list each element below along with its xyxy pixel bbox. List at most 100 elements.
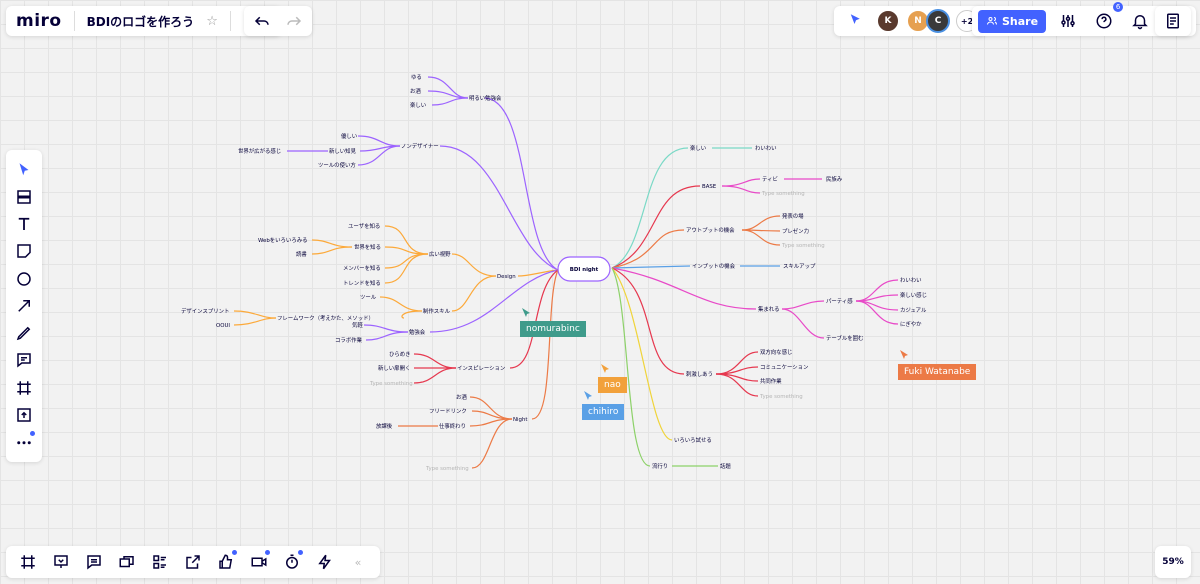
mindmap-node[interactable]: 楽しい感じ: [900, 291, 927, 299]
mindmap-node[interactable]: ユーザを知る: [348, 222, 380, 230]
mindmap-node[interactable]: 刺激しあう: [686, 370, 713, 378]
bell-icon[interactable]: [1126, 7, 1154, 35]
mindmap-node[interactable]: 世界が広がる感じ: [238, 147, 281, 155]
mindmap-node[interactable]: 楽しい: [410, 101, 426, 109]
kanban-icon[interactable]: [146, 548, 174, 576]
mindmap-node[interactable]: ツールの使い方: [318, 161, 356, 169]
mindmap-node[interactable]: ノンデザイナー: [401, 142, 439, 150]
mindmap-node[interactable]: 双方向な感じ: [760, 348, 792, 356]
mindmap-node[interactable]: パーティ感: [826, 297, 853, 305]
undo-icon[interactable]: [248, 7, 276, 35]
cards-icon[interactable]: [113, 548, 141, 576]
mindmap-node[interactable]: 話題: [720, 462, 731, 470]
mindmap-placeholder-node[interactable]: Type something: [781, 243, 825, 249]
lightning-icon[interactable]: [311, 548, 339, 576]
settings-sliders-icon[interactable]: [1054, 7, 1082, 35]
mindmap-node[interactable]: 放課後: [376, 422, 393, 430]
mindmap-node[interactable]: 読書: [296, 250, 307, 258]
timer-icon[interactable]: [278, 548, 306, 576]
mindmap-node[interactable]: Webをいろいろみる: [258, 237, 308, 244]
arrow-line-icon[interactable]: [10, 292, 38, 319]
mindmap-node[interactable]: インプットの機会: [692, 262, 736, 270]
frame-icon[interactable]: [10, 374, 38, 401]
root-node-label[interactable]: BDI night: [570, 267, 599, 273]
mindmap-node[interactable]: トレンドを知る: [343, 279, 381, 287]
mindmap-node[interactable]: 発表の場: [782, 212, 804, 220]
mindmap-placeholder-node[interactable]: Type something: [425, 466, 469, 472]
mindmap-node[interactable]: 集まれる: [758, 305, 780, 313]
video-icon[interactable]: [245, 548, 273, 576]
mindmap-placeholder-node[interactable]: Type something: [369, 381, 413, 387]
more-tools-icon[interactable]: [10, 429, 38, 456]
mindmap-node[interactable]: 世界を知る: [354, 243, 381, 251]
avatar[interactable]: K: [876, 9, 900, 33]
shape-icon[interactable]: [10, 265, 38, 292]
mindmap-node[interactable]: ひらめき: [389, 351, 411, 358]
mindmap-node[interactable]: Design: [497, 274, 516, 280]
mindmap-node[interactable]: 流行り: [652, 462, 668, 470]
mindmap-node[interactable]: ティビ: [762, 175, 778, 183]
redo-icon[interactable]: [280, 7, 308, 35]
mindmap-node[interactable]: 優しい: [341, 132, 357, 140]
mindmap-node[interactable]: わいわい: [900, 277, 922, 284]
notes-icon[interactable]: [1159, 7, 1187, 35]
root-node[interactable]: [557, 256, 611, 282]
cursor-follow-icon[interactable]: [842, 7, 870, 35]
presentation-icon[interactable]: [47, 548, 75, 576]
upload-icon[interactable]: [10, 401, 38, 428]
mindmap-node[interactable]: コラボ作業: [335, 336, 363, 344]
mindmap-placeholder-node[interactable]: Type something: [759, 394, 803, 400]
mindmap-node[interactable]: 共同作業: [760, 377, 782, 385]
comment-icon[interactable]: [10, 347, 38, 374]
mindmap-node[interactable]: 仕事終わり: [439, 422, 466, 430]
avatar[interactable]: C: [926, 9, 950, 33]
mindmap-node[interactable]: プレゼン力: [782, 227, 809, 235]
mindmap-node[interactable]: 気軽: [352, 321, 363, 329]
mindmap-node[interactable]: インスピレーション: [457, 365, 505, 372]
mindmap-node[interactable]: お酒: [410, 87, 421, 95]
star-icon[interactable]: ☆: [206, 13, 218, 29]
mindmap-node[interactable]: フリードリンク: [429, 408, 467, 415]
mindmap-node[interactable]: フレームワーク（考えかた、メソッド）: [277, 315, 374, 322]
help-icon[interactable]: 6: [1090, 2, 1124, 35]
pen-icon[interactable]: [10, 320, 38, 347]
mindmap-node[interactable]: コミュニケーション: [760, 364, 808, 371]
mindmap-node[interactable]: にぎやか: [900, 320, 922, 328]
mindmap-placeholder-node[interactable]: Type something: [761, 191, 805, 197]
mindmap-node[interactable]: 広い視野: [429, 250, 451, 258]
mindmap-node[interactable]: 制作スキル: [423, 307, 451, 315]
mindmap-node[interactable]: スキルアップ: [783, 263, 816, 270]
templates-icon[interactable]: [10, 183, 38, 210]
mindmap-node[interactable]: ツール: [360, 295, 377, 301]
text-icon[interactable]: [10, 211, 38, 238]
mindmap-node[interactable]: 勉強会: [409, 328, 426, 336]
mindmap-node[interactable]: Night: [513, 417, 527, 423]
collapse-icon[interactable]: «: [354, 555, 362, 569]
mindmap-node[interactable]: 新しい扉開く: [378, 364, 410, 372]
mindmap-node[interactable]: デザインスプリント: [181, 307, 229, 315]
mindmap-node[interactable]: いろいろ試せる: [674, 436, 712, 444]
miro-logo[interactable]: miro: [16, 11, 62, 31]
mindmap-node[interactable]: テーブルを囲む: [826, 334, 863, 342]
mindmap-node[interactable]: わいわい: [755, 145, 777, 152]
mindmap-node[interactable]: アウトプットの機会: [686, 226, 735, 234]
share-screen-icon[interactable]: [179, 548, 207, 576]
mindmap-node[interactable]: 楽しい: [690, 144, 706, 152]
mindmap-node[interactable]: 新しい知見: [329, 147, 357, 155]
frames-icon[interactable]: [14, 548, 42, 576]
sticky-note-icon[interactable]: [10, 238, 38, 265]
mindmap-node[interactable]: 明るい勉強会: [469, 94, 502, 102]
mindmap-node[interactable]: お酒: [456, 393, 467, 401]
mindmap-node[interactable]: カジュアル: [900, 307, 927, 314]
comments-icon[interactable]: [80, 548, 108, 576]
zoom-panel[interactable]: 59%: [1155, 546, 1191, 578]
board-title[interactable]: BDIのロゴを作ろう: [86, 14, 195, 29]
mindmap-node[interactable]: OOUI: [216, 323, 230, 329]
mindmap-node[interactable]: メンバーを知る: [343, 264, 381, 272]
avatar[interactable]: N: [906, 9, 930, 33]
share-button[interactable]: Share: [978, 9, 1047, 33]
select-cursor-icon[interactable]: [10, 156, 38, 183]
mindmap-node[interactable]: ゆる: [411, 74, 422, 81]
mindmap-node[interactable]: BASE: [702, 184, 717, 190]
vote-icon[interactable]: [212, 548, 240, 576]
